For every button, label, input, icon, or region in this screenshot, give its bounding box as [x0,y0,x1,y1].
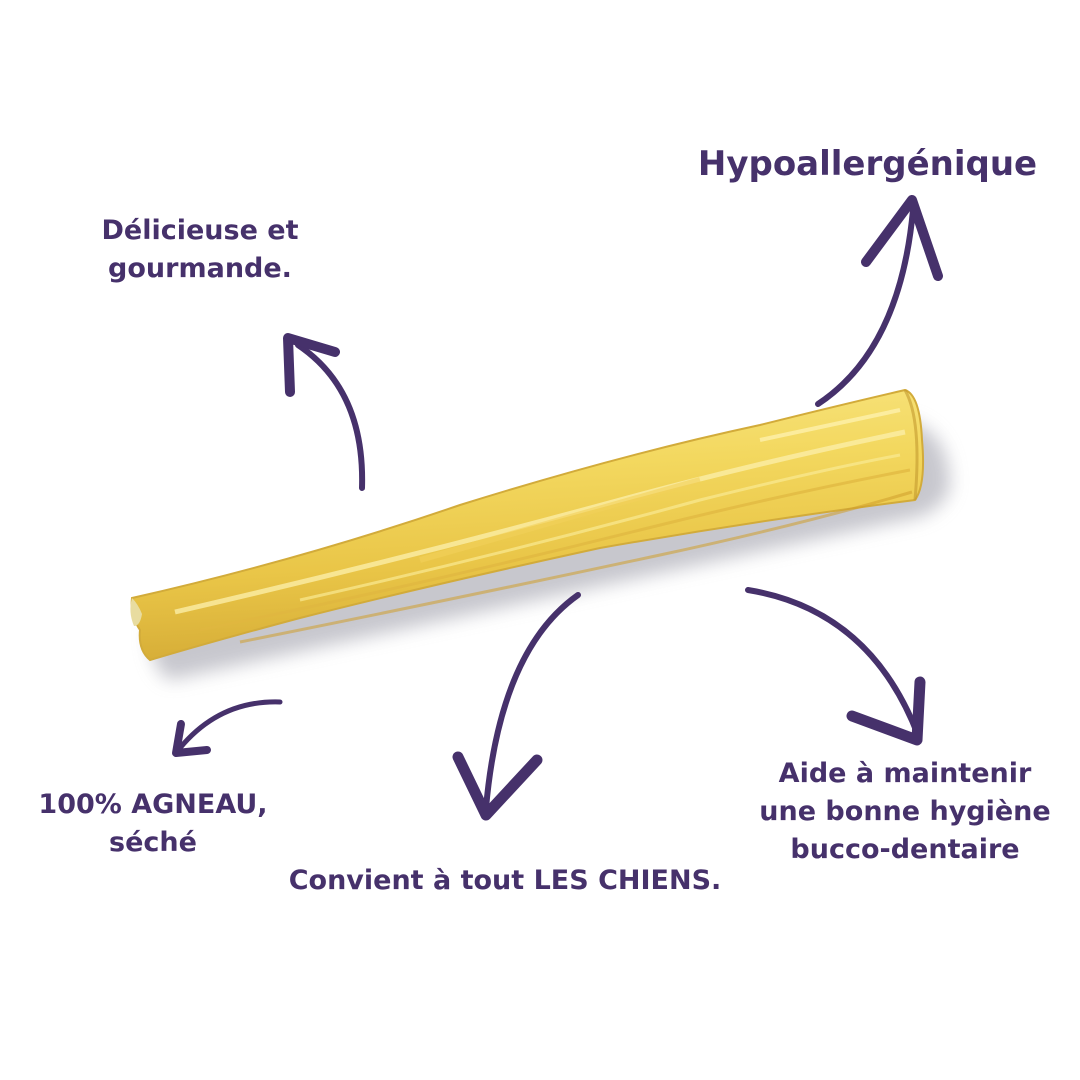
benefit-all-dogs-line-1: Convient à tout LES CHIENS. [288,865,722,896]
benefit-dental-line-3: bucco-dentaire [790,833,1020,865]
benefit-all-dogs: Convient à tout LES CHIENS. [270,862,740,900]
benefit-delicious-line-1: Délicieuse et [101,215,299,246]
benefit-dental-hygiene: Aide à maintenir une bonne hygiène bucco… [740,755,1070,868]
arrow-up-left-icon [283,333,366,491]
benefit-dental-line-2: une bonne hygiène [759,795,1051,827]
benefit-delicious: Délicieuse et gourmande. [80,212,320,288]
arrow-up-right-icon [815,195,943,407]
benefit-hypoallergenic: Hypoallergénique [690,144,1045,185]
arrow-down-left-icon [172,699,283,757]
benefit-lamb-line-1: 100% AGNEAU, [38,789,268,820]
benefit-lamb: 100% AGNEAU, séché [22,786,284,862]
arrow-down-right-icon [745,587,926,746]
arrow-down-icon [452,592,581,821]
lamb-stick [130,388,925,662]
benefit-hypoallergenic-line-1: Hypoallergénique [697,144,1038,184]
benefit-dental-line-1: Aide à maintenir [778,758,1032,789]
benefit-delicious-line-2: gourmande. [108,252,292,284]
benefit-lamb-line-2: séché [109,826,197,858]
